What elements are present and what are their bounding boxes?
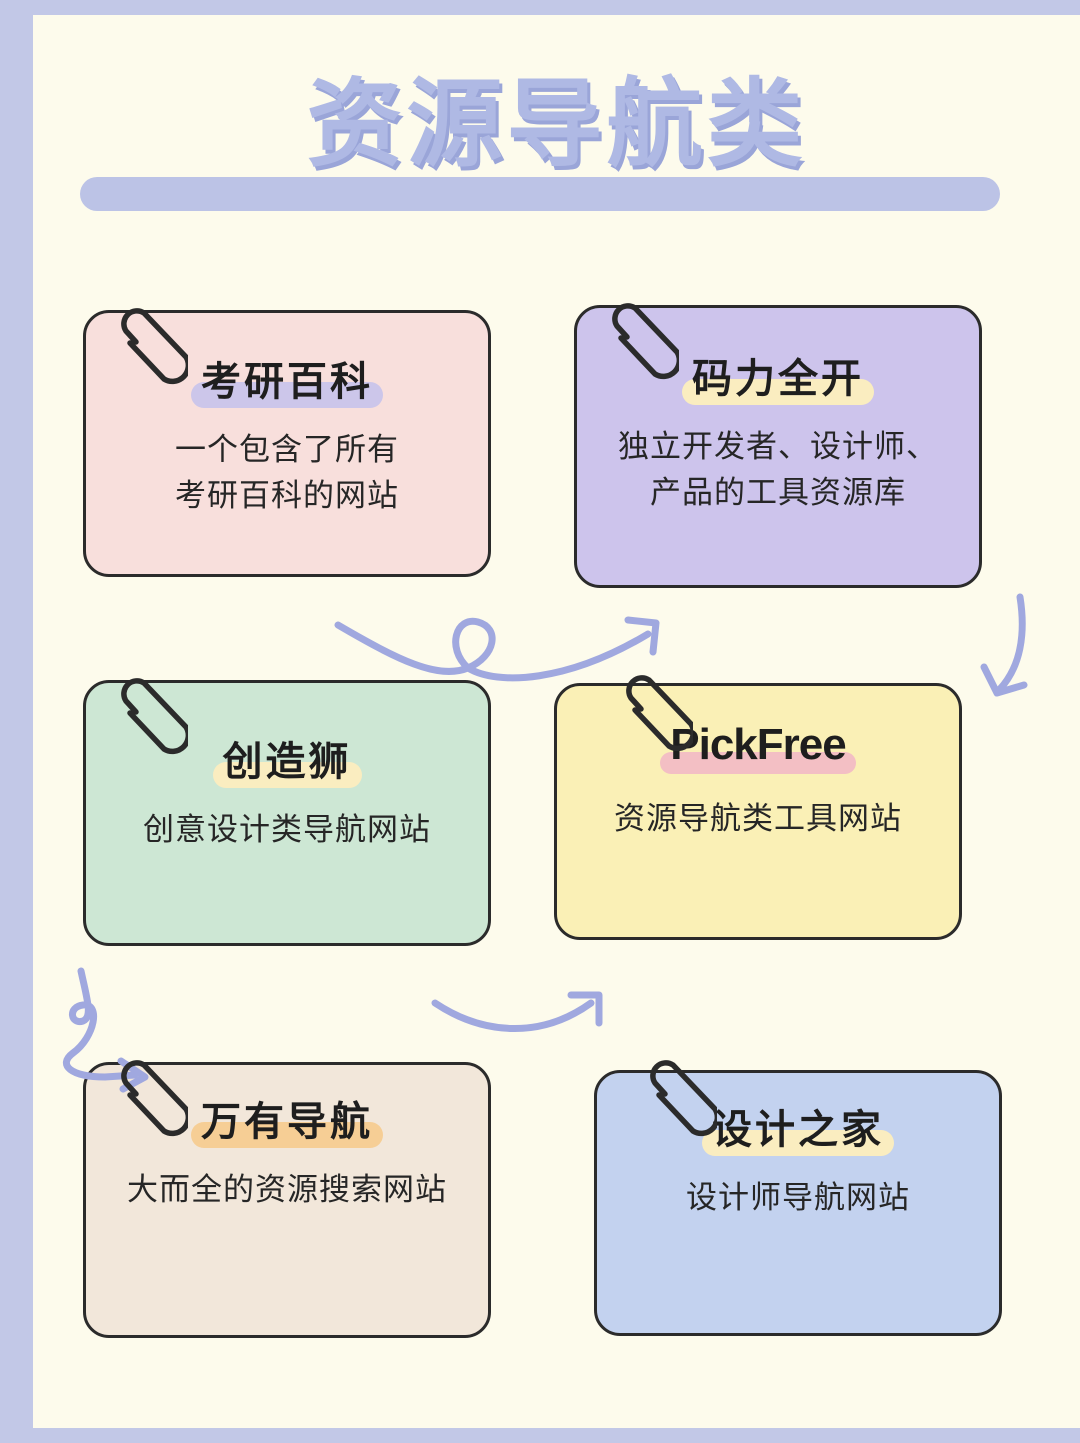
card-description-line: 资源导航类工具网站	[614, 801, 902, 836]
card-kaoyan-baike[interactable]: 考研百科 一个包含了所有 考研百科的网站	[83, 308, 491, 577]
card-description-line: 大而全的资源搜索网站	[127, 1172, 447, 1207]
card-description: 一个包含了所有 考研百科的网站	[104, 427, 470, 519]
card-wanyou-daohang[interactable]: 万有导航 大而全的资源搜索网站	[83, 1060, 491, 1338]
card-description-line: 考研百科的网站	[175, 478, 399, 513]
title-highlight	[702, 1130, 894, 1156]
card-description-line: 产品的工具资源库	[650, 475, 906, 510]
title-underline-bar	[80, 177, 1000, 211]
card-title-wrap: PickFree	[660, 716, 856, 774]
card-title: 创造狮	[222, 740, 352, 784]
card-title: 设计之家	[712, 1108, 884, 1152]
curve-arrow-down-left	[980, 593, 1028, 697]
card-title: PickFree	[670, 720, 846, 769]
card-title-wrap: 创造狮	[212, 733, 362, 791]
title-highlight	[191, 382, 383, 408]
card-chuangzaoshi[interactable]: 创造狮 创意设计类导航网站	[83, 678, 491, 946]
card-description: 独立开发者、设计师、 产品的工具资源库	[595, 424, 961, 516]
card-description: 创意设计类导航网站	[104, 807, 470, 853]
card-title-wrap: 考研百科	[191, 353, 383, 411]
card-title-wrap: 设计之家	[702, 1101, 894, 1159]
card-description-line: 一个包含了所有	[175, 432, 399, 467]
title-block: 资源导航类	[33, 60, 1080, 250]
card-title-wrap: 码力全开	[682, 350, 874, 408]
card-title: 码力全开	[692, 357, 864, 401]
card-description-line: 设计师导航网站	[686, 1180, 910, 1215]
card-sheji-zhijia[interactable]: 设计之家 设计师导航网站	[594, 1060, 1002, 1336]
card-mali-quankai[interactable]: 码力全开 独立开发者、设计师、 产品的工具资源库	[574, 303, 982, 588]
curve-arrow-up-right	[431, 991, 603, 1032]
page-title: 资源导航类	[303, 68, 807, 182]
card-title: 万有导航	[201, 1100, 373, 1144]
title-highlight	[212, 762, 362, 788]
card-pickfree[interactable]: PickFree 资源导航类工具网站	[554, 675, 962, 940]
card-description-line: 独立开发者、设计师、	[618, 429, 938, 464]
title-highlight	[660, 752, 856, 774]
poster-page: 资源导航类 考研百科 一个包含了所有 考研百科的网站	[33, 15, 1080, 1428]
card-description: 设计师导航网站	[615, 1175, 981, 1221]
card-title: 考研百科	[201, 360, 373, 404]
card-description: 大而全的资源搜索网站	[104, 1167, 470, 1213]
title-highlight	[191, 1122, 383, 1148]
card-description: 资源导航类工具网站	[575, 796, 941, 842]
title-highlight	[682, 379, 874, 405]
card-description-line: 创意设计类导航网站	[143, 812, 431, 847]
card-title-wrap: 万有导航	[191, 1093, 383, 1151]
